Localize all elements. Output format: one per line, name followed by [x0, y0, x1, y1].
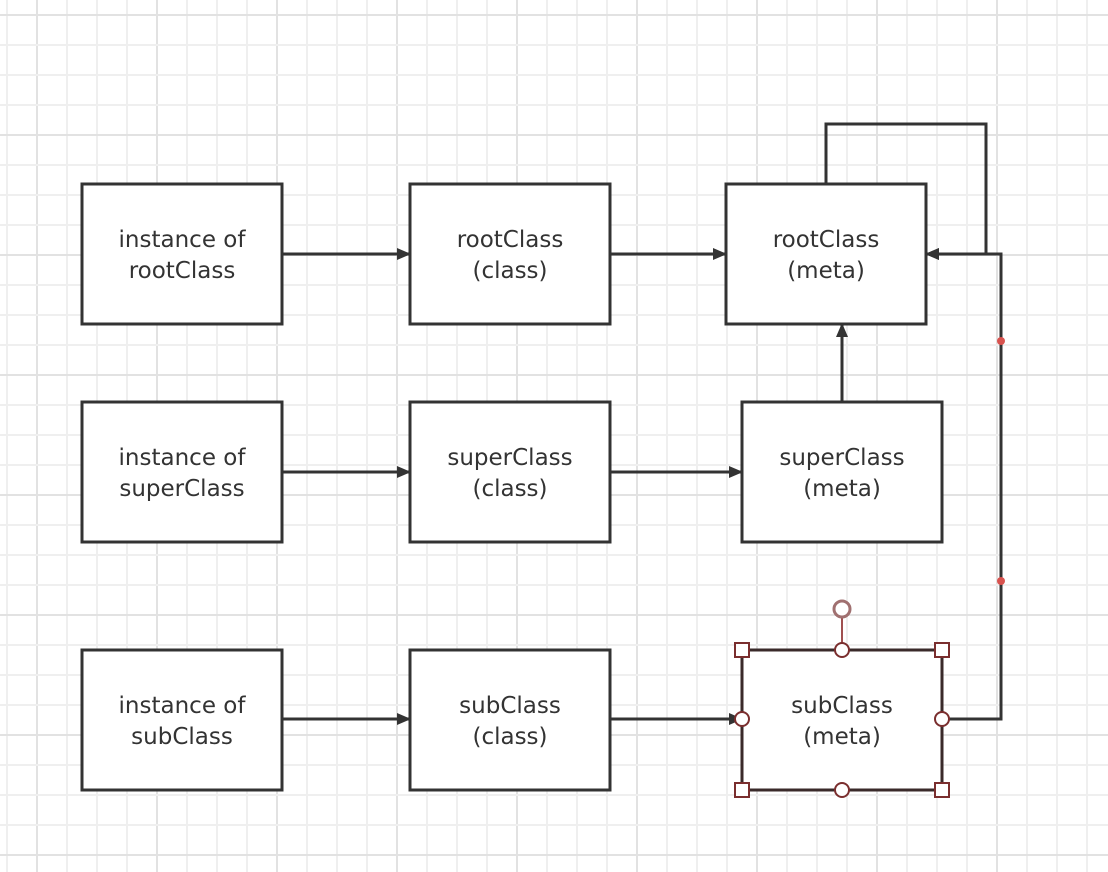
node-super-meta[interactable]: superClass (meta)	[740, 400, 944, 544]
edge-arrow[interactable]	[925, 248, 1003, 721]
resize-handle[interactable]	[734, 782, 750, 798]
node-label: subClass	[131, 724, 233, 750]
node-label: rootClass	[129, 258, 236, 284]
node-label: (meta)	[787, 258, 865, 284]
node-inst-super[interactable]: instance of superClass	[80, 400, 284, 544]
node-box[interactable]	[408, 400, 612, 544]
node-box[interactable]	[740, 400, 944, 544]
nodes: instance ofrootClassrootClass(class)root…	[80, 182, 944, 792]
node-label: (class)	[472, 258, 547, 284]
node-sub-class[interactable]: subClass (class)	[408, 648, 612, 792]
node-label: (meta)	[803, 476, 881, 502]
node-label: rootClass	[457, 227, 564, 253]
resize-handle[interactable]	[934, 642, 950, 658]
node-inst-root[interactable]: instance of rootClass	[80, 182, 284, 326]
node-box[interactable]	[80, 182, 284, 326]
node-root-class[interactable]: rootClass (class)	[408, 182, 612, 326]
edges	[282, 122, 1005, 725]
edge-waypoint-handle[interactable]	[997, 577, 1005, 585]
node-label: (class)	[472, 476, 547, 502]
node-label: superClass	[779, 445, 904, 471]
node-label: instance of	[119, 693, 247, 719]
node-label: instance of	[119, 227, 247, 253]
resize-handle[interactable]	[934, 782, 950, 798]
node-label: instance of	[119, 445, 247, 471]
node-box[interactable]	[80, 400, 284, 544]
node-sub-meta[interactable]: subClass (meta)	[740, 648, 944, 792]
node-inst-sub[interactable]: instance of subClass	[80, 648, 284, 792]
node-super-class[interactable]: superClass (class)	[408, 400, 612, 544]
node-box[interactable]	[408, 648, 612, 792]
node-root-meta[interactable]: rootClass (meta)	[724, 182, 928, 326]
connection-point-handle[interactable]	[934, 711, 950, 727]
selection-handles	[734, 599, 950, 798]
connection-point-handle[interactable]	[734, 711, 750, 727]
node-label: subClass	[459, 693, 561, 719]
connection-point-handle[interactable]	[834, 642, 850, 658]
node-box[interactable]	[740, 648, 944, 792]
node-box[interactable]	[408, 182, 612, 326]
resize-handle[interactable]	[734, 642, 750, 658]
node-label: (class)	[472, 724, 547, 750]
node-box[interactable]	[80, 648, 284, 792]
node-label: (meta)	[803, 724, 881, 750]
node-label: superClass	[119, 476, 244, 502]
rotate-handle[interactable]	[832, 599, 852, 619]
node-box[interactable]	[724, 182, 928, 326]
node-label: superClass	[447, 445, 572, 471]
node-label: subClass	[791, 693, 893, 719]
edge-waypoint-handle[interactable]	[997, 337, 1005, 345]
node-label: rootClass	[773, 227, 880, 253]
connection-point-handle[interactable]	[834, 782, 850, 798]
